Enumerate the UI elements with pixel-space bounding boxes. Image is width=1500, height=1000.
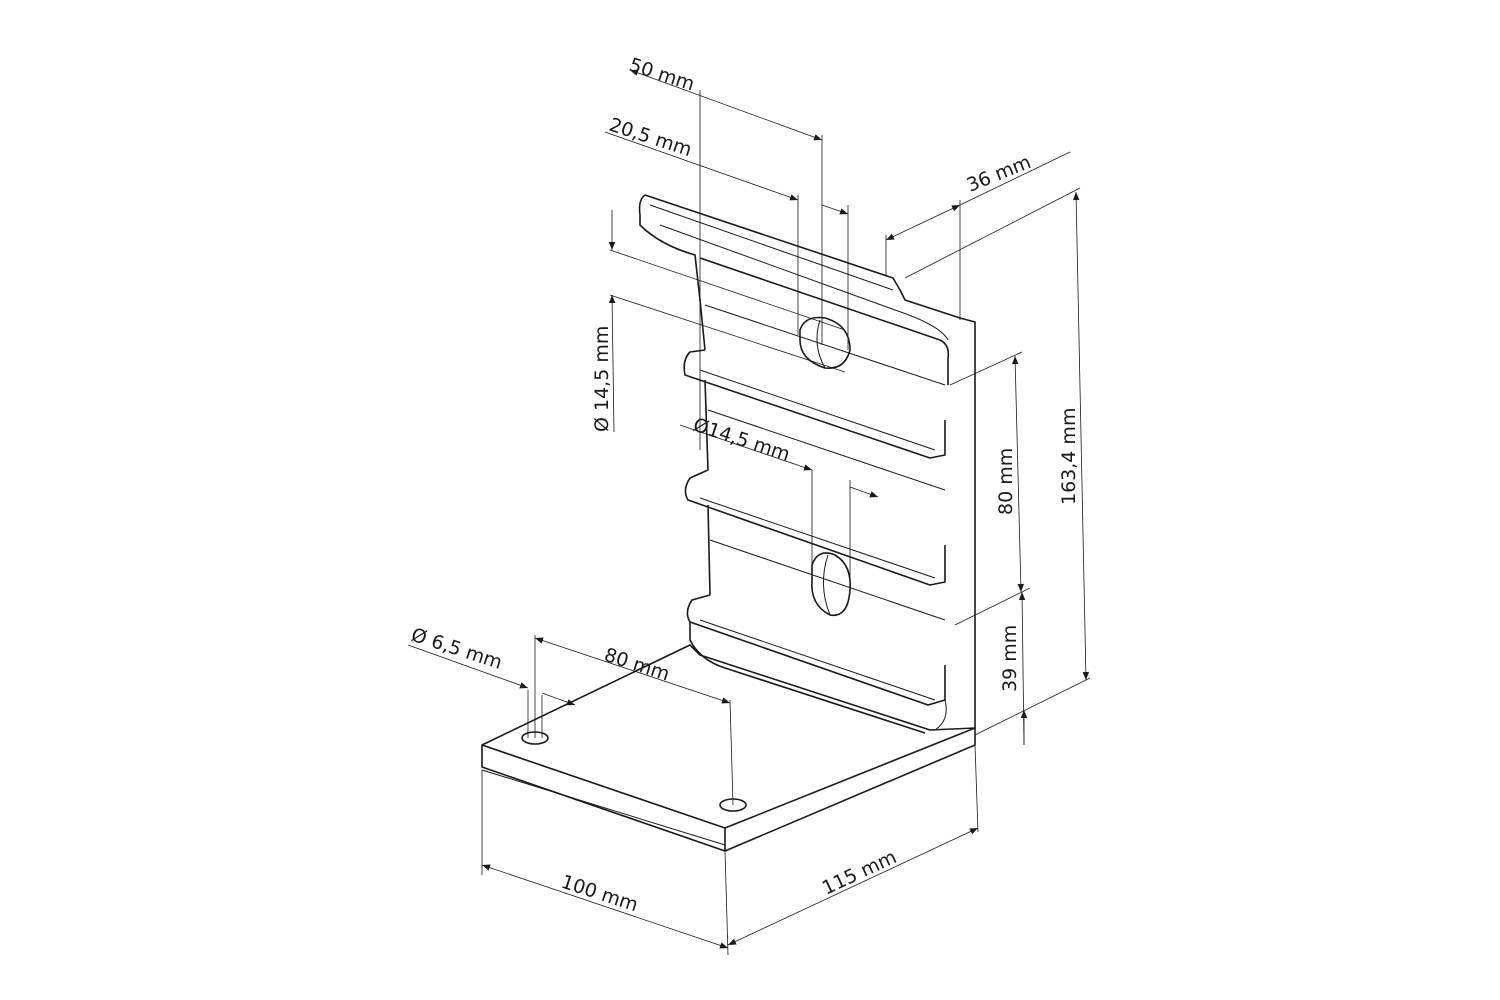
dim-label-base-hole-spacing: 80 mm xyxy=(601,644,672,686)
dimension-lines xyxy=(407,69,1091,956)
dim-label-rib-spacing: 80 mm xyxy=(995,448,1017,515)
dim-label-slot-spacing: 50 mm xyxy=(626,54,697,96)
upper-hole xyxy=(799,316,851,369)
dim-label-base-depth: 115 mm xyxy=(819,846,900,899)
dim-label-depth-top: 36 mm xyxy=(964,151,1035,197)
dim-label-upper-hole: Ø 14,5 mm xyxy=(591,326,613,432)
dim-label-total-height: 163,4 mm xyxy=(1058,408,1080,505)
dim-label-base-height: 39 mm xyxy=(999,625,1021,692)
lower-hole xyxy=(811,552,852,617)
dim-label-base-hole: Ø 6,5 mm xyxy=(408,624,504,674)
base-plate xyxy=(481,644,976,852)
dim-label-slot-width: 20,5 mm xyxy=(606,114,694,161)
vertical-plate xyxy=(638,194,976,734)
dim-label-width: 100 mm xyxy=(558,871,640,916)
